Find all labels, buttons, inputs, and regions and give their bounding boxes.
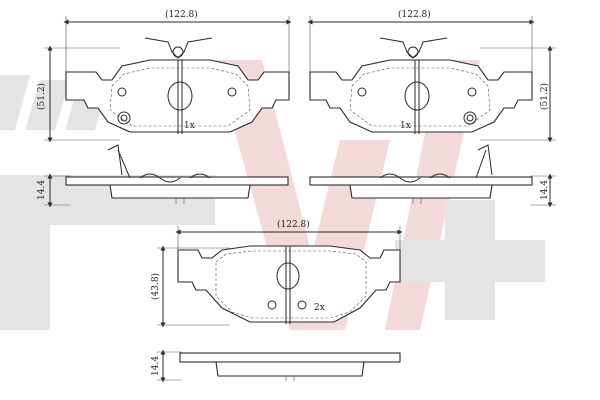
dim-top-left-height: (51.2) <box>36 83 47 110</box>
dim-top-left-width: (122.8) <box>165 9 198 20</box>
pad-top-left-side: 14.4 <box>37 144 289 208</box>
pad-top-right-front: (122.8) (51.2) 1x <box>307 9 556 143</box>
dim-bottom-width: (122.8) <box>277 219 310 230</box>
pad-bottom-front: (122.8) (43.8) 2x <box>150 219 403 328</box>
pad-bottom-side: 14.4 <box>151 349 401 383</box>
qty-top-right: 1x <box>400 121 411 131</box>
dim-top-right-height: (51.2) <box>539 83 550 110</box>
qty-bottom: 2x <box>314 303 325 313</box>
dim-bottom-height: (43.8) <box>150 273 161 300</box>
dim-top-right-width: (122.8) <box>398 9 431 20</box>
qty-top-left: 1x <box>184 121 195 131</box>
dim-top-right-thickness: 14.4 <box>540 180 550 200</box>
dim-top-left-thickness: 14.4 <box>37 180 47 200</box>
pad-top-right-side: 14.4 <box>309 144 556 208</box>
pad-top-left-front: (122.8) (51.2) 1x <box>36 9 292 143</box>
dim-bottom-thickness: 14.4 <box>151 356 161 376</box>
